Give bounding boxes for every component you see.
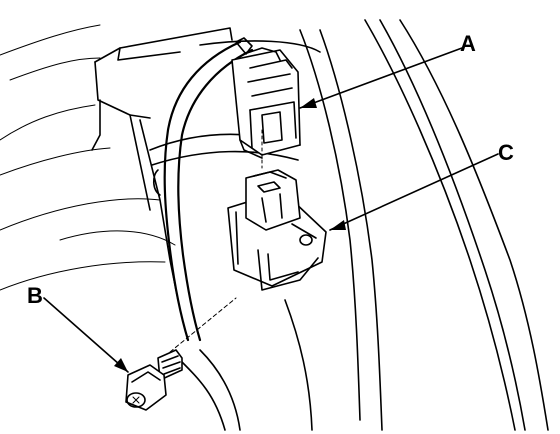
callout-b — [43, 297, 129, 373]
label-a: A — [460, 31, 476, 56]
body-panel — [0, 19, 549, 431]
label-c: C — [498, 140, 514, 165]
wire-harness — [152, 40, 254, 342]
label-b: B — [27, 283, 43, 308]
connector-a — [231, 37, 301, 169]
bolt-b — [125, 297, 237, 411]
callout-c — [329, 153, 499, 231]
sensor-c — [227, 169, 327, 291]
callout-a — [299, 47, 463, 109]
